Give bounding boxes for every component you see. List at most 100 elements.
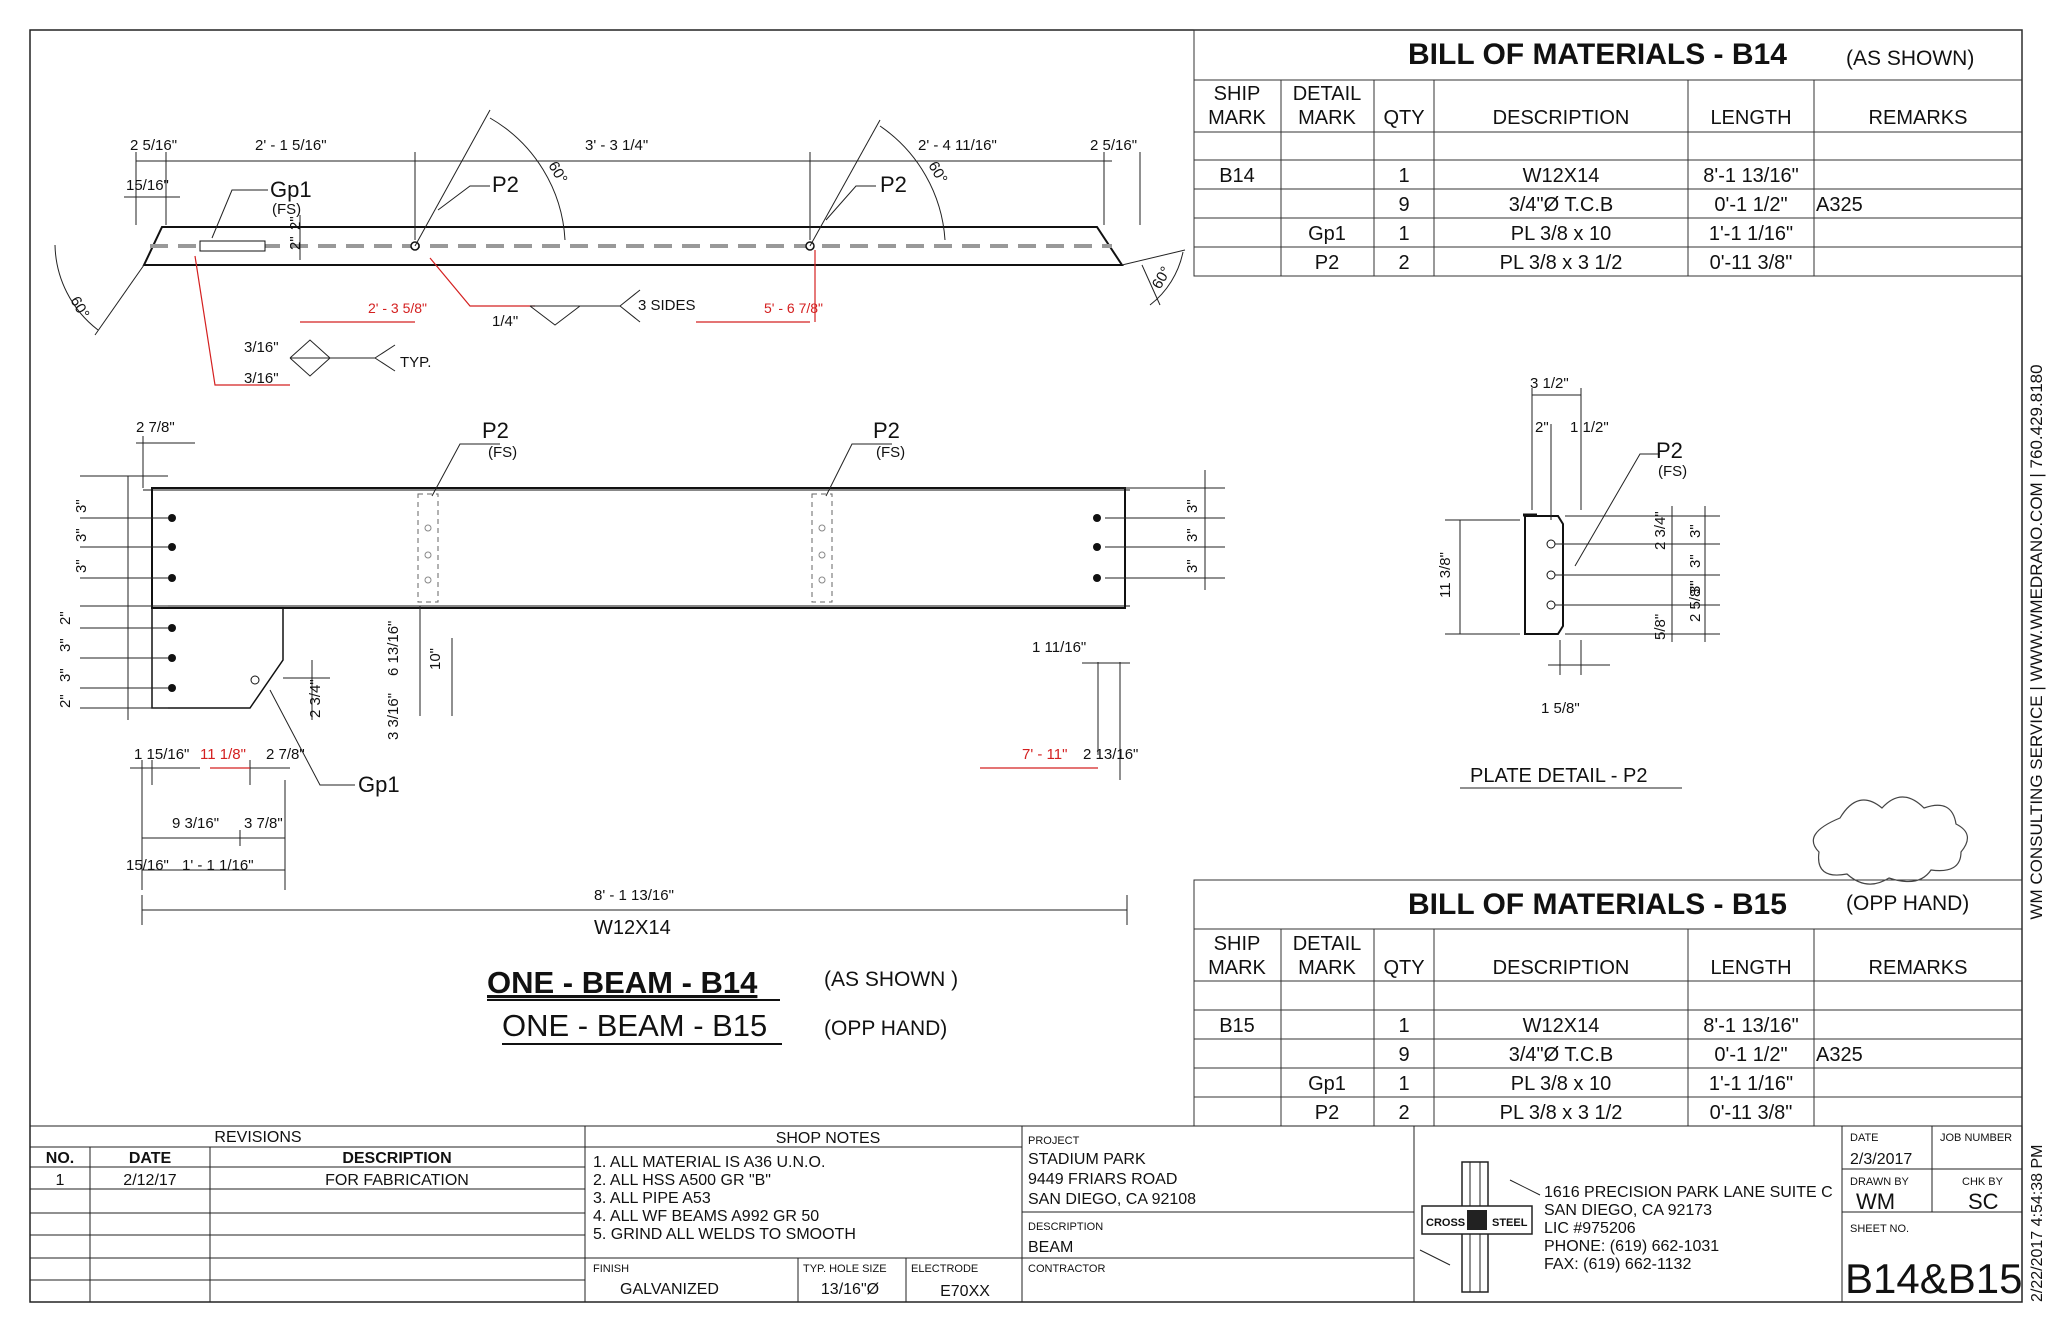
pd-dim-a: 2" — [1535, 419, 1549, 436]
rev-r0-desc: FOR FABRICATION — [325, 1172, 469, 1189]
tv-fs-label: (FS) — [272, 201, 301, 218]
bom-b15-subtitle: (OPP HAND) — [1846, 892, 1969, 915]
rev-r0-date: 2/12/17 — [123, 1172, 176, 1189]
el-p2-label-2: P2 — [873, 418, 900, 443]
pd-dim-f: 2 5/8" — [1687, 583, 1704, 622]
bom-b14-r2-qty: 1 — [1398, 223, 1409, 245]
el-dim-l3e: 3" — [57, 668, 74, 682]
gp1-hole — [250, 675, 260, 685]
el-dim-l3b: 3" — [73, 528, 90, 542]
hole-value: 13/16"Ø — [821, 1281, 879, 1298]
bom-b14-r3-detail: P2 — [1315, 252, 1339, 274]
logo-right-text: STEEL — [1492, 1217, 1528, 1229]
bom-b15-r0-ship: B15 — [1219, 1015, 1255, 1037]
bom-b14-h-detail2: MARK — [1298, 107, 1356, 129]
tv-dim-5: 15/16" — [126, 177, 169, 194]
bom-b15-r3-detail: P2 — [1315, 1102, 1339, 1124]
logo-left-text: CROSS — [1426, 1217, 1465, 1229]
shop-note-0: 1. ALL MATERIAL IS A36 U.N.O. — [593, 1154, 825, 1171]
pd-dim-h2: 5/8" — [1652, 614, 1669, 640]
bom-b15-r2-detail: Gp1 — [1308, 1073, 1346, 1095]
tv-red-dim-1: 5' - 6 7/8" — [764, 300, 823, 316]
bom-b14-r3-desc: PL 3/8 x 3 1/2 — [1500, 252, 1623, 274]
bom-b15-r0-qty: 1 — [1398, 1015, 1409, 1037]
bom-b14-r0-length: 8'-1 13/16" — [1703, 165, 1798, 187]
tv-dim-0: 2 5/16" — [130, 137, 177, 154]
el-dim-l3a: 3" — [73, 499, 90, 513]
company-logo: CROSS STEEL — [1419, 1161, 1541, 1293]
el-dim-9-3: 9 3/16" — [172, 815, 219, 832]
el-red-7-11: 7' - 11" — [1022, 746, 1067, 763]
rev-h-date: DATE — [129, 1150, 172, 1167]
tv-angle-1: 60° — [545, 159, 571, 187]
title-block — [30, 1125, 2022, 1302]
project-desc-label: DESCRIPTION — [1028, 1221, 1103, 1233]
title-b15-note: (OPP HAND) — [824, 1017, 947, 1040]
project-label: PROJECT — [1028, 1135, 1080, 1147]
pd-p2-label: P2 — [1656, 438, 1683, 463]
shop-note-4: 5. GRIND ALL WELDS TO SMOOTH — [593, 1226, 856, 1243]
sheet-chk: SC — [1968, 1189, 1999, 1214]
bom-b14-h-detail1: DETAIL — [1293, 83, 1362, 105]
tv-weld-size-a: 3/16" — [244, 339, 279, 356]
el-p2-label-1: P2 — [482, 418, 509, 443]
bom-b15-h-desc: DESCRIPTION — [1493, 957, 1630, 979]
project-line-2: SAN DIEGO, CA 92108 — [1028, 1191, 1196, 1208]
pd-dim-c: 2 3/4" — [1652, 511, 1669, 550]
el-dim-6-13: 6 13/16" — [385, 621, 402, 676]
el-dim-1-11: 1 11/16" — [1032, 639, 1086, 656]
plate-detail: 3 1/2" 2" 1 1/2" 11 3/8" 2 3/4" 3" 3" 2 … — [1437, 375, 1968, 885]
sheet-border — [29, 29, 2023, 1303]
bom-b14-r0-qty: 1 — [1398, 165, 1409, 187]
pd-dim-e: 3" — [1687, 554, 1704, 568]
company-line-1: SAN DIEGO, CA 92173 — [1544, 1202, 1712, 1219]
revision-cloud — [1812, 796, 1968, 885]
side-date-text: 2/22/2017 4:54:38 PM — [2029, 1145, 2046, 1302]
bom-b14 — [1193, 29, 2023, 277]
project-desc: BEAM — [1028, 1239, 1073, 1256]
bom-b14-h-remarks: REMARKS — [1869, 107, 1968, 129]
pd-dim-d: 3" — [1687, 524, 1704, 538]
tv-weld-three-sides: 3 SIDES — [638, 297, 696, 314]
bom-b15-h-detail1: DETAIL — [1293, 933, 1362, 955]
el-dim-15-16: 15/16" — [126, 857, 169, 874]
el-dim-r3a: 3" — [1184, 499, 1201, 513]
rev-title: REVISIONS — [214, 1129, 301, 1146]
elevation-view: P2 P2 Gp1 (FS) (FS) — [57, 418, 1225, 939]
bom-b15-r1-qty: 9 — [1398, 1044, 1409, 1066]
bom-b14-r1-desc: 3/4"Ø T.C.B — [1509, 194, 1614, 216]
finish-label: FINISH — [593, 1263, 629, 1275]
el-dim-2-78: 2 7/8" — [266, 746, 305, 763]
sheet-date-label: DATE — [1850, 1132, 1879, 1144]
el-dim-overall: 8' - 1 13/16" — [594, 887, 674, 904]
tv-p2-label-2: P2 — [880, 172, 907, 197]
bom-b14-r1-qty: 9 — [1398, 194, 1409, 216]
shop-notes-title: SHOP NOTES — [776, 1130, 881, 1147]
rev-r0-no: 1 — [56, 1172, 65, 1189]
project-line-1: 9449 FRIARS ROAD — [1028, 1171, 1177, 1188]
gp1-plate-elevation — [151, 607, 284, 709]
el-dim-3-78: 3 7/8" — [244, 815, 283, 832]
pd-dim-b: 1 1/2" — [1570, 419, 1609, 436]
bom-b15-r2-qty: 1 — [1398, 1073, 1409, 1095]
contractor-label: CONTRACTOR — [1028, 1263, 1105, 1275]
company-line-2: LIC #975206 — [1544, 1220, 1636, 1237]
company-line-4: FAX: (619) 662-1132 — [1544, 1256, 1691, 1273]
tv-red-dim-0: 2' - 3 5/8" — [368, 300, 427, 316]
title-b14: ONE - BEAM - B14 — [487, 965, 758, 1000]
pd-fs-label: (FS) — [1658, 463, 1687, 480]
top-view: 2 5/16" 2' - 1 5/16" 3' - 3 1/4" 2' - 4 … — [54, 109, 1186, 387]
title-b14-note: (AS SHOWN ) — [824, 968, 958, 991]
el-dim-l2a: 2" — [57, 611, 74, 625]
gp1-plate-plan — [199, 240, 266, 252]
beam-web — [151, 487, 1126, 609]
shop-note-2: 3. ALL PIPE A53 — [593, 1190, 711, 1207]
el-dim-l3c: 3" — [73, 559, 90, 573]
tv-angle-2: 60° — [925, 159, 951, 187]
el-dim-2-13: 2 13/16" — [1083, 746, 1138, 763]
sheet-drawn: WM — [1856, 1189, 1895, 1214]
finish-value: GALVANIZED — [620, 1281, 719, 1298]
sheet-job-label: JOB NUMBER — [1940, 1132, 2012, 1144]
bom-b14-h-length: LENGTH — [1710, 107, 1791, 129]
el-red-11-8: 11 1/8" — [200, 746, 246, 763]
